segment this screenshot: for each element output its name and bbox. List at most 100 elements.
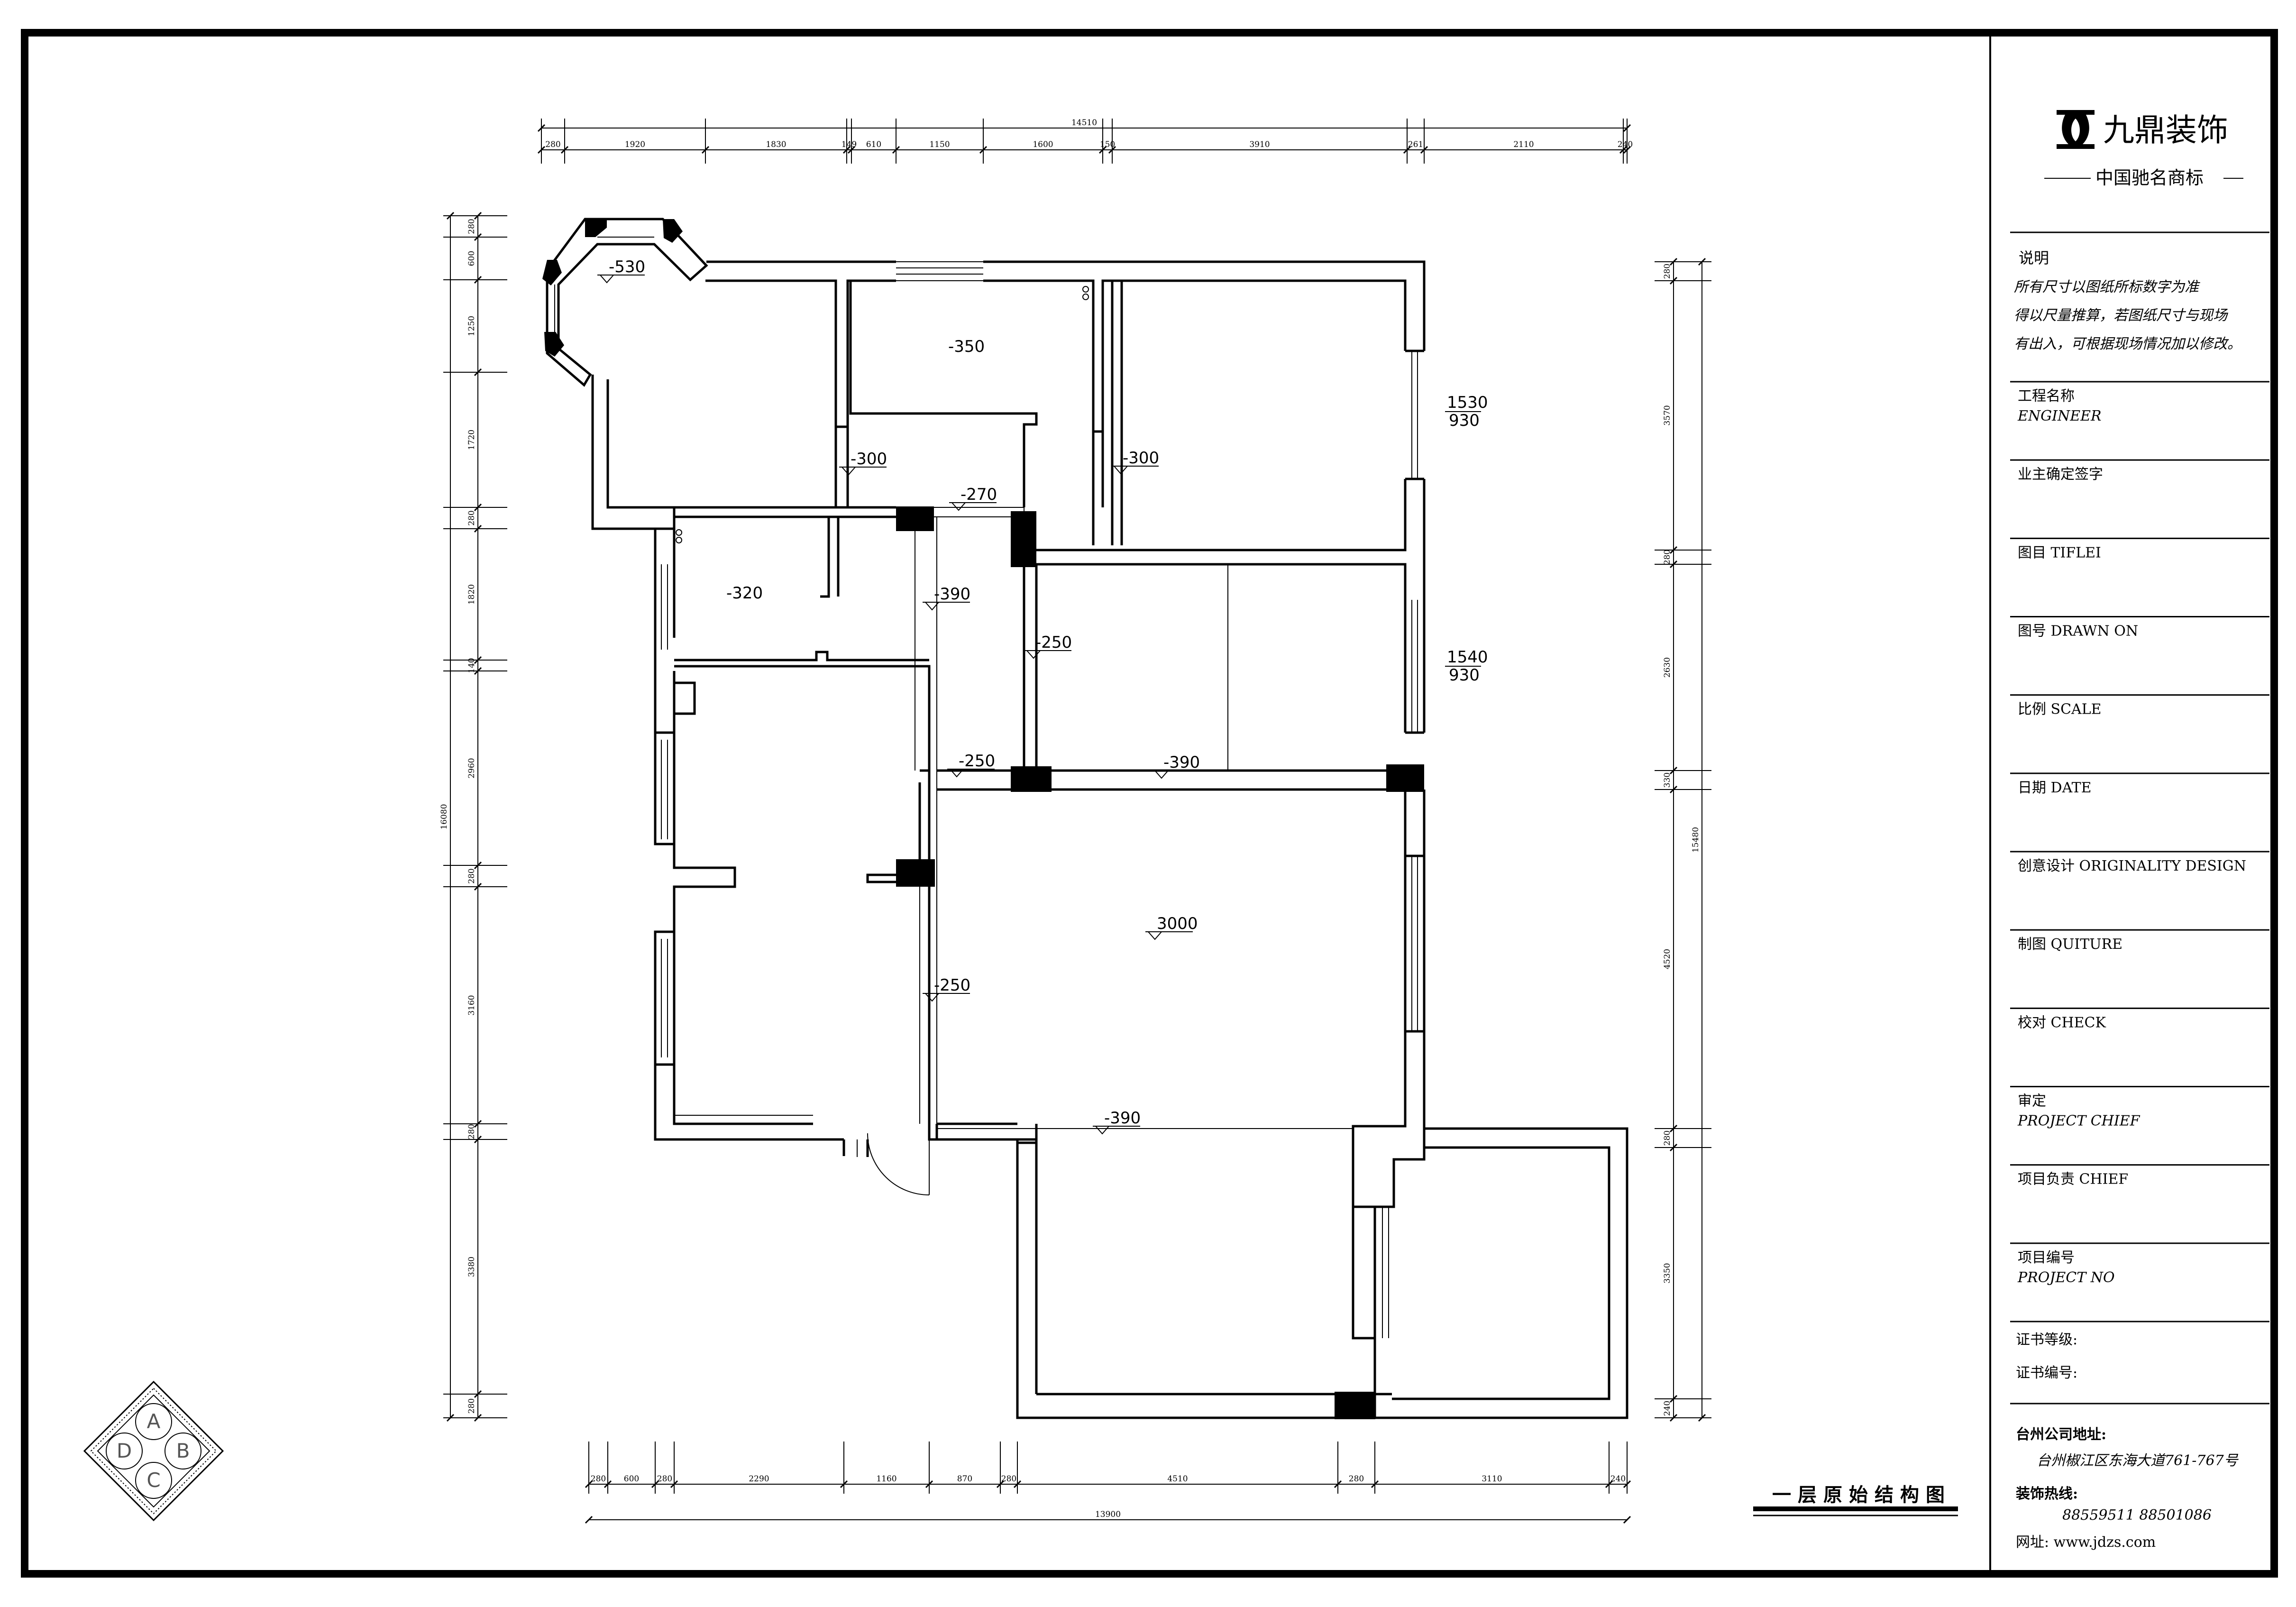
floor-level-label: -390 — [1163, 753, 1200, 772]
title-field-label: 项目编号 — [2018, 1249, 2075, 1266]
dimension-label: 280 — [591, 1474, 606, 1484]
brand-slogan: 中国驰名商标 — [2095, 167, 2204, 188]
window-mark-1-top: 1530 — [1447, 393, 1488, 412]
address-value: 台州椒江区东海大道761-767号 — [2037, 1452, 2239, 1469]
column — [896, 506, 934, 531]
brand-name: 九鼎装饰 — [2103, 112, 2228, 148]
dimension-label: 280 — [1001, 1474, 1016, 1484]
dimension-label: 600 — [624, 1474, 639, 1484]
dimension-label: 150 — [1100, 140, 1115, 149]
dimension-label: 4520 — [1663, 949, 1672, 969]
walls — [546, 218, 1628, 1419]
title-field-label: 比例 SCALE — [2018, 701, 2102, 718]
column — [663, 219, 683, 243]
dimension-label: 4510 — [1167, 1474, 1188, 1484]
title-field-sublabel: ENGINEER — [2017, 408, 2102, 424]
dimension-label: 240 — [1618, 140, 1633, 149]
address-label: 台州公司地址: — [2016, 1426, 2106, 1443]
bay-window-wall — [546, 218, 708, 387]
dimension-label: 280 — [467, 1124, 476, 1139]
dimension-label: 240 — [1610, 1474, 1626, 1484]
column — [1011, 766, 1052, 792]
title-field-label: 工程名称 — [2018, 388, 2075, 404]
hotline-value: 88559511 88501086 — [2062, 1507, 2212, 1524]
dimension-label: 870 — [957, 1474, 972, 1484]
column — [1386, 764, 1424, 792]
column — [544, 332, 564, 357]
note-line-3: 有出入，可根据现场情况加以修改。 — [2014, 336, 2241, 352]
pipe-markers — [676, 286, 1089, 543]
dimension-label: 3350 — [1663, 1263, 1672, 1283]
floor-level-label: -320 — [726, 584, 763, 603]
floor-level-label: -270 — [960, 485, 997, 504]
window-mark-2-top: 1540 — [1447, 648, 1488, 667]
floor-level-label: -390 — [1104, 1109, 1141, 1128]
dimension-label: 1600 — [1033, 140, 1053, 149]
dimension-label: 149 — [842, 140, 857, 149]
note-title: 说明 — [2019, 249, 2049, 267]
column — [1335, 1392, 1375, 1419]
title-field-sublabel: PROJECT CHIEF — [2017, 1113, 2140, 1129]
column — [1011, 511, 1036, 567]
dimension-label: 3380 — [467, 1257, 476, 1277]
dimension-label: 2110 — [1513, 140, 1534, 149]
cert-grade-label: 证书等级: — [2016, 1332, 2077, 1348]
title-field-label: 项目负责 CHIEF — [2018, 1171, 2128, 1188]
dimension-label: 280 — [467, 510, 476, 525]
dimension-label: 1250 — [467, 316, 476, 336]
note-line-2: 得以尺量推算，若图纸尺寸与现场 — [2014, 307, 2229, 324]
dimension-label: 280 — [467, 219, 476, 234]
window-mark-2: 1540 930 — [1445, 648, 1488, 685]
brand-logo-icon — [2057, 110, 2095, 149]
dimension-label: 600 — [467, 251, 476, 266]
window-mark-1: 1530 930 — [1445, 393, 1488, 430]
dimension-total-label: 16080 — [439, 804, 449, 829]
dimension-label: 1720 — [467, 430, 476, 450]
dimension-label: 1920 — [625, 140, 645, 149]
title-field-label: 校对 CHECK — [2018, 1014, 2106, 1031]
title-field-label: 制图 QUITURE — [2018, 936, 2122, 953]
dimension-label: 610 — [866, 140, 881, 149]
floor-level-label: -250 — [1035, 633, 1072, 652]
dimension-label: 280 — [1663, 1130, 1672, 1146]
floor-level-label: -390 — [934, 585, 970, 604]
dimension-chain-left: 2806001250172028018201402960280316028033… — [439, 211, 507, 1422]
compass-c: C — [146, 1469, 160, 1492]
dimension-label: 330 — [1663, 772, 1672, 788]
dimension-label: 280 — [1663, 264, 1672, 279]
dimension-label: 3910 — [1249, 140, 1270, 149]
dimension-total-label: 15480 — [1691, 827, 1701, 853]
dimension-label: 261 — [1408, 140, 1423, 149]
floor-level-label: -250 — [934, 976, 970, 995]
compass-d: D — [117, 1439, 132, 1462]
floor-level-label: -300 — [1123, 449, 1159, 468]
compass-a: A — [147, 1410, 161, 1433]
dimension-label: 2630 — [1663, 657, 1672, 678]
dimension-label: 280 — [1349, 1474, 1364, 1484]
dimension-label: 1820 — [467, 584, 476, 605]
title-field-label: 业主确定签字 — [2018, 466, 2103, 483]
title-field-label: 审定 — [2018, 1093, 2046, 1110]
floor-level-label: -250 — [959, 752, 995, 771]
dimension-label: 3570 — [1663, 405, 1672, 425]
dimension-label: 1150 — [929, 140, 950, 149]
structural-columns — [542, 219, 1424, 1419]
floor-level-label: 3000 — [1157, 914, 1198, 933]
hotline-label: 装饰热线: — [2016, 1486, 2078, 1502]
compass-b: B — [176, 1439, 190, 1462]
title-field-label: 创意设计 ORIGINALITY DESIGN — [2018, 858, 2246, 874]
note-line-1: 所有尺寸以图纸所标数字为准 — [2014, 279, 2200, 295]
floor-level-label: -350 — [948, 337, 985, 356]
dimension-label: 1160 — [876, 1474, 896, 1484]
dimension-total-label: 14510 — [1071, 118, 1097, 128]
column — [896, 859, 935, 887]
website-value: 网址: www.jdzs.com — [2016, 1534, 2156, 1551]
title-field-sublabel: PROJECT NO — [2017, 1269, 2115, 1286]
drawing-title: 一层原始结构图 — [1772, 1484, 1951, 1506]
